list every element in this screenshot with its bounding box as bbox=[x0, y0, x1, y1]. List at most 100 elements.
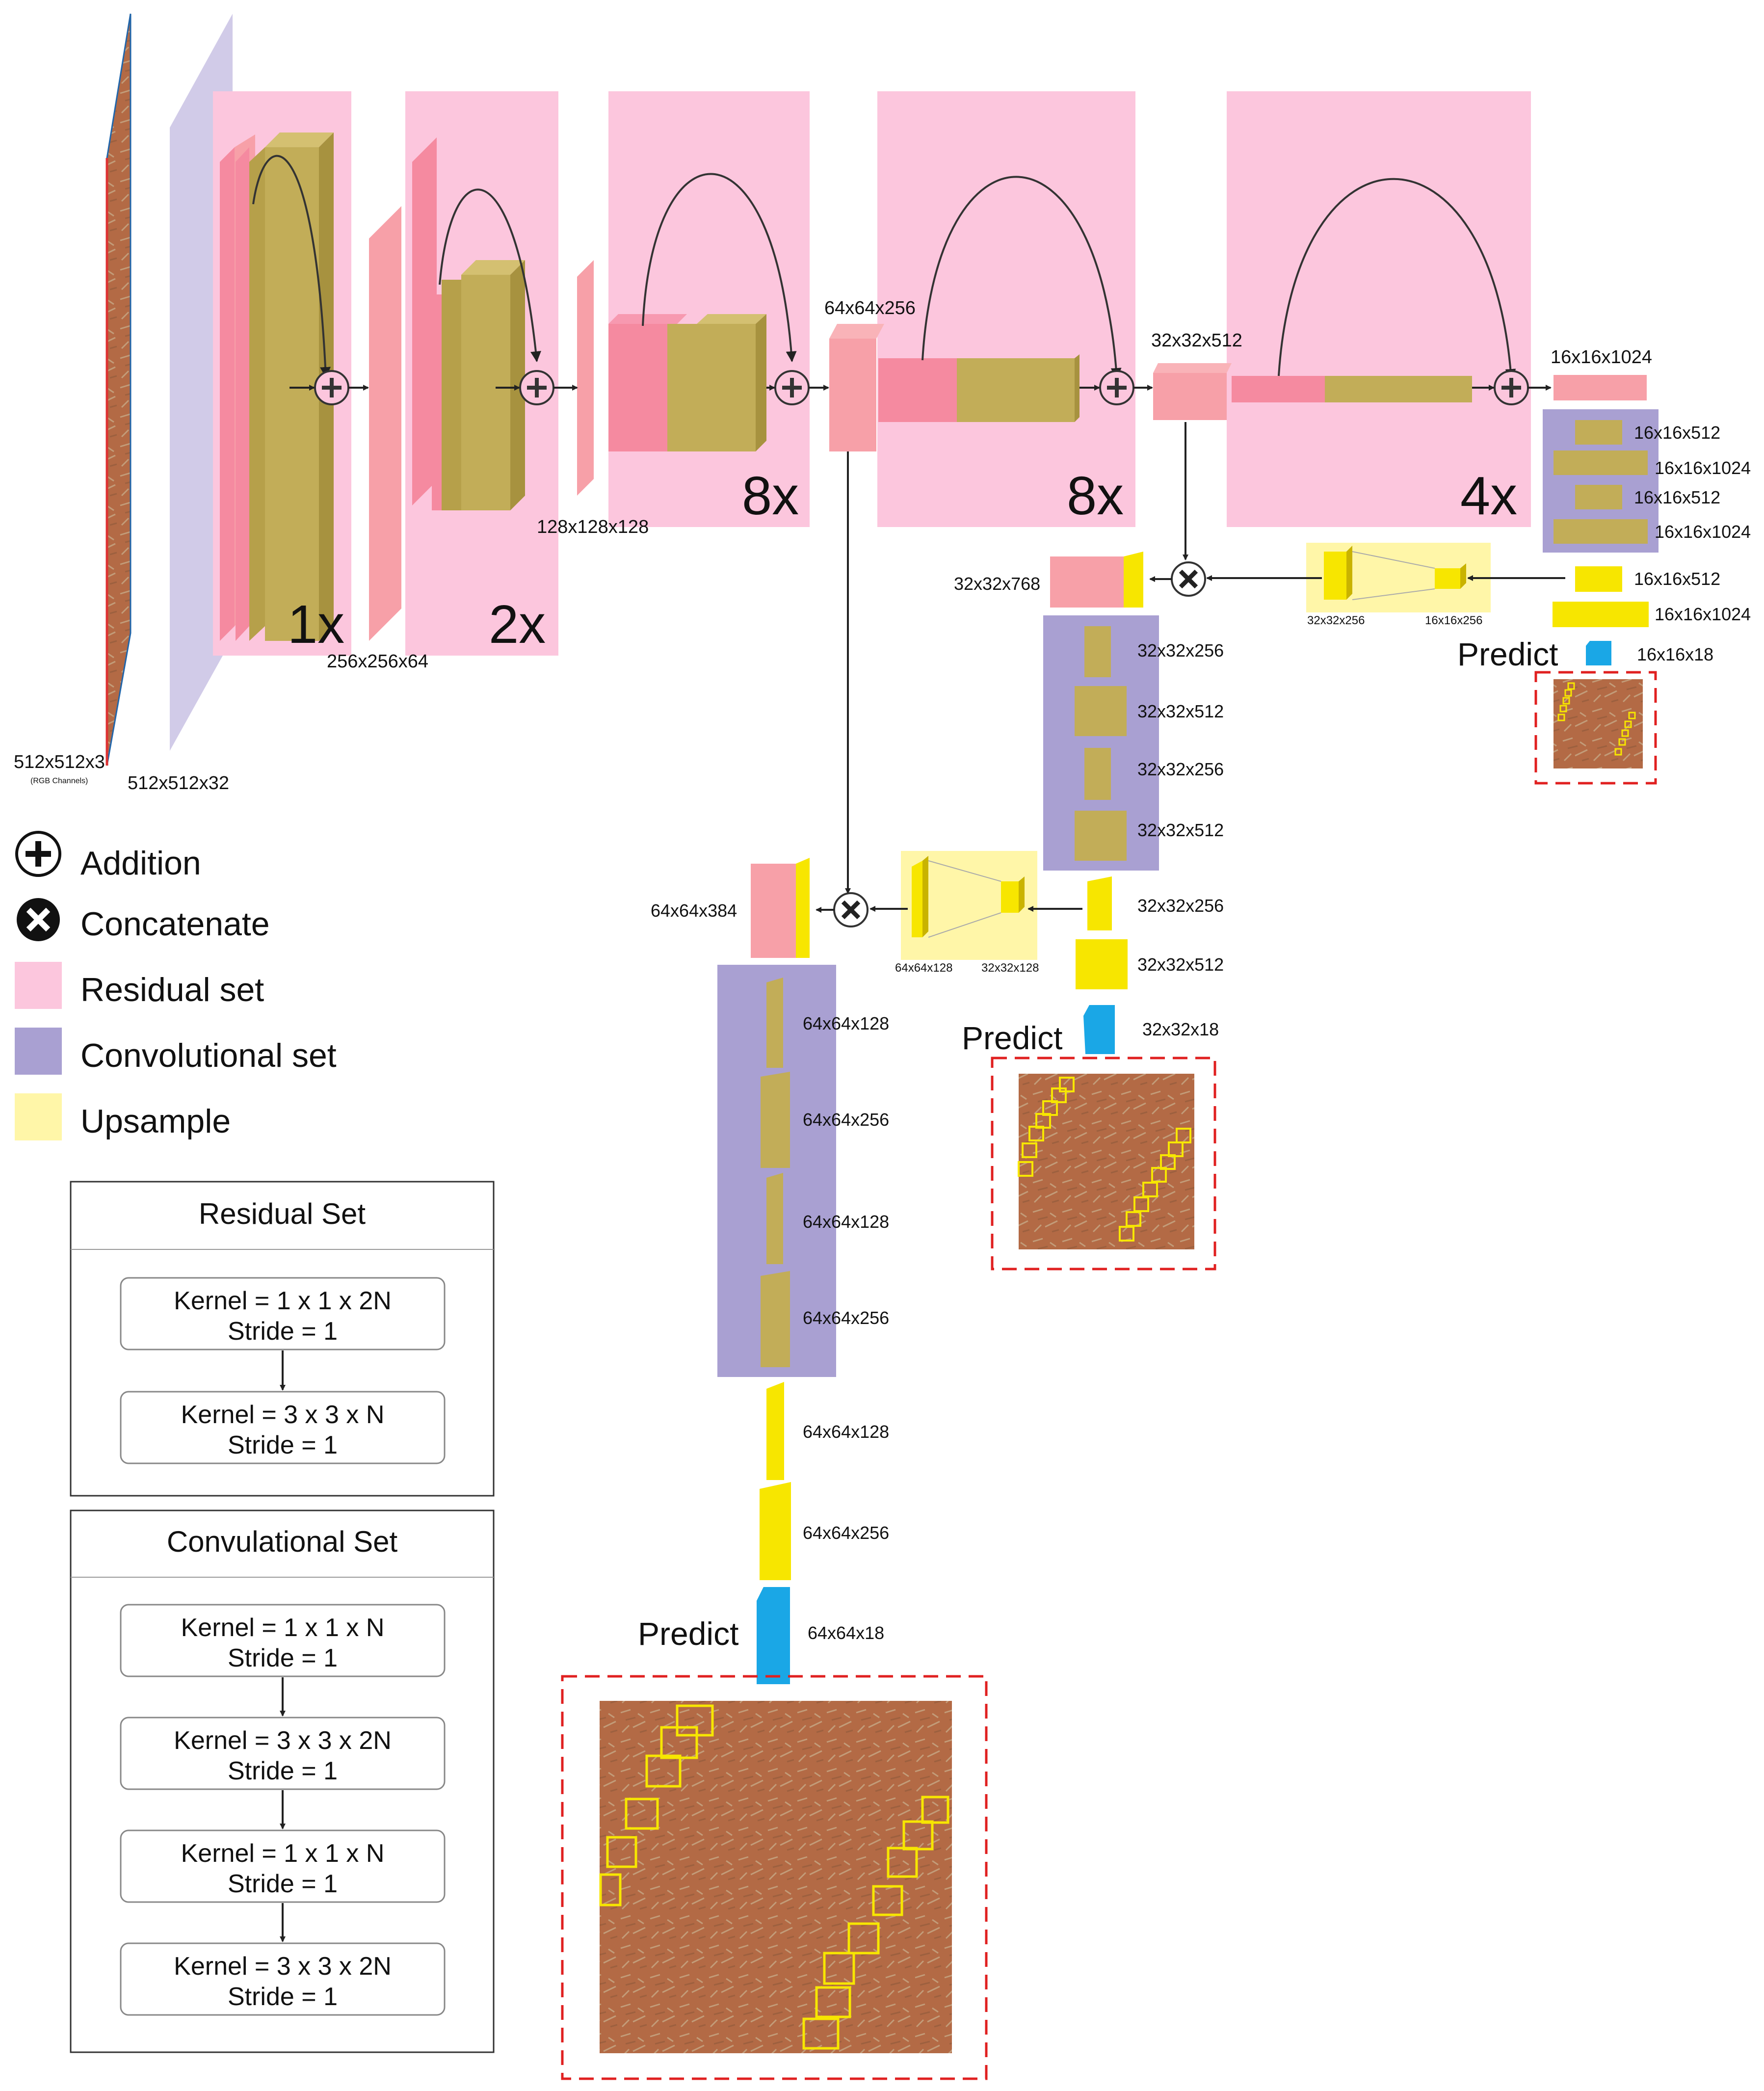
skip-connections bbox=[252, 155, 1516, 380]
scale1-concat-yellow bbox=[796, 858, 810, 958]
scale2-upsample-shapes bbox=[869, 856, 1082, 938]
scale3-conv-label-2: 16x16x1024 bbox=[1655, 458, 1751, 478]
residual-set-title: Residual Set bbox=[199, 1197, 366, 1230]
scale3-conv-label-1: 16x16x512 bbox=[1634, 423, 1720, 443]
residual-set-5 bbox=[1227, 91, 1531, 527]
scale1-head-label-2: 64x64x256 bbox=[803, 1523, 889, 1543]
scale1-output-label: 64x64x18 bbox=[808, 1623, 884, 1643]
legend-convolutional-label: Convolutional set bbox=[80, 1037, 337, 1074]
conv-step2-stride: Stride = 1 bbox=[228, 1757, 338, 1785]
scale2-conv-label-4: 32x32x512 bbox=[1137, 820, 1224, 840]
legend-concatenate-label: Concatenate bbox=[80, 905, 270, 943]
conv-step2-kernel: Kernel = 3 x 3 x 2N bbox=[174, 1726, 392, 1755]
conv-step1-stride: Stride = 1 bbox=[228, 1644, 338, 1672]
scale3-predict-label: Predict bbox=[1457, 636, 1558, 672]
scale3-output-tensor bbox=[1586, 641, 1611, 665]
scale1-head-layer-1 bbox=[766, 1382, 784, 1480]
scale2-conv-label-2: 32x32x512 bbox=[1137, 701, 1224, 721]
first-conv-size-label: 512x512x32 bbox=[128, 773, 229, 794]
block1-repeat: 1x bbox=[288, 594, 344, 655]
scale2-head-label-1: 32x32x256 bbox=[1137, 896, 1224, 916]
scale1-output-tensor bbox=[757, 1587, 790, 1684]
conv-step1-kernel: Kernel = 1 x 1 x N bbox=[181, 1614, 385, 1642]
residual-step2-kernel: Kernel = 3 x 3 x N bbox=[181, 1401, 385, 1429]
residual-step1-stride: Stride = 1 bbox=[228, 1317, 338, 1346]
addition-nodes bbox=[314, 370, 1529, 405]
scale2-head-label-2: 32x32x512 bbox=[1137, 954, 1224, 975]
scale2-upsample-to: 64x64x128 bbox=[895, 961, 952, 975]
block4-out-size: 32x32x512 bbox=[1151, 330, 1242, 351]
block4-feature-maps bbox=[829, 324, 1079, 451]
conv-set-box: Convulational Set Kernel = 1 x 1 x N Str… bbox=[70, 1509, 495, 2053]
scale3-prediction-image bbox=[1534, 671, 1657, 785]
scale2-concat-label: 32x32x768 bbox=[954, 574, 1040, 594]
scale2-conv-label-3: 32x32x256 bbox=[1137, 759, 1224, 779]
scale1-prediction-image bbox=[561, 1675, 988, 2080]
scale3-conv-label-4: 16x16x1024 bbox=[1655, 522, 1751, 542]
legend-upsample-label: Upsample bbox=[80, 1103, 231, 1140]
residual-set-4 bbox=[877, 91, 1135, 527]
scale2-concat-yellow bbox=[1124, 552, 1143, 608]
legend-residual-label: Residual set bbox=[80, 971, 264, 1008]
scale3-upsample-to: 32x32x256 bbox=[1307, 614, 1365, 627]
block1-feature-maps bbox=[220, 132, 334, 641]
scale3-conv-layers bbox=[1553, 420, 1648, 544]
legend-addition-label: Addition bbox=[80, 845, 201, 882]
conv-step3-stride: Stride = 1 bbox=[228, 1870, 338, 1898]
residual-set-box: Residual Set Kernel = 1 x 1 x 2N Stride … bbox=[70, 1181, 495, 1497]
block1-out-size: 256x256x64 bbox=[327, 651, 428, 672]
scale1-conv-label-3: 64x64x128 bbox=[803, 1212, 889, 1232]
block5-feature-maps bbox=[1153, 363, 1472, 420]
scale2-head-layer-2 bbox=[1076, 939, 1128, 989]
block5-out-size: 16x16x1024 bbox=[1551, 347, 1652, 368]
scale2-output-tensor bbox=[1083, 1005, 1115, 1054]
scale1-concat-label: 64x64x384 bbox=[651, 900, 737, 921]
block2-out-size: 128x128x128 bbox=[537, 517, 649, 537]
residual-step1-kernel: Kernel = 1 x 1 x 2N bbox=[174, 1287, 392, 1315]
legend-addition-icon bbox=[15, 831, 61, 877]
scale2-conv-label-1: 32x32x256 bbox=[1137, 640, 1224, 661]
scale1-conv-label-1: 64x64x128 bbox=[803, 1013, 889, 1033]
legend-concatenate-icon bbox=[17, 898, 60, 941]
conv-step4-kernel: Kernel = 3 x 3 x 2N bbox=[174, 1952, 392, 1981]
scale1-conv-label-4: 64x64x256 bbox=[803, 1308, 889, 1328]
scale3-upsample-from: 16x16x256 bbox=[1425, 614, 1482, 627]
scale2-concat-pink bbox=[1050, 556, 1124, 608]
block3-repeat: 8x bbox=[742, 466, 799, 526]
input-image bbox=[105, 13, 132, 766]
concat-node-32 bbox=[1171, 561, 1206, 597]
legend-convolutional-swatch bbox=[15, 1028, 62, 1075]
scale1-conv-label-2: 64x64x256 bbox=[803, 1110, 889, 1130]
block5-repeat: 4x bbox=[1460, 466, 1517, 526]
block3-out-size: 64x64x256 bbox=[824, 298, 916, 318]
scale1-head-layer-2 bbox=[760, 1482, 791, 1580]
conv-step4-stride: Stride = 1 bbox=[228, 1983, 338, 2011]
scale1-predict-label: Predict bbox=[638, 1615, 738, 1652]
scale2-conv-layers bbox=[1075, 626, 1127, 861]
scale1-head-label-1: 64x64x128 bbox=[803, 1422, 889, 1442]
scale3-head-label-2: 16x16x1024 bbox=[1655, 604, 1751, 624]
concat-node-64 bbox=[833, 892, 869, 927]
residual-set-3 bbox=[608, 91, 810, 527]
scale3-head-label-1: 16x16x512 bbox=[1634, 569, 1720, 589]
scale1-conv-layers bbox=[761, 978, 790, 1367]
input-note-label: (RGB Channels) bbox=[30, 777, 88, 785]
legend-residual-swatch bbox=[15, 962, 62, 1009]
scale2-predict-label: Predict bbox=[962, 1020, 1062, 1056]
scale2-upsample-from: 32x32x128 bbox=[981, 961, 1039, 975]
scale2-output-label: 32x32x18 bbox=[1142, 1019, 1219, 1039]
block4-repeat: 8x bbox=[1067, 466, 1124, 526]
scale1-concat-pink bbox=[751, 864, 798, 958]
scale2-prediction-image bbox=[991, 1057, 1216, 1270]
scale2-head-layer-1 bbox=[1087, 876, 1112, 930]
conv-set-title: Convulational Set bbox=[167, 1525, 398, 1558]
scale3-conv-label-3: 16x16x512 bbox=[1634, 487, 1720, 507]
scale3-first-output bbox=[1553, 375, 1647, 400]
conv-step3-kernel: Kernel = 1 x 1 x N bbox=[181, 1839, 385, 1868]
residual-step2-stride: Stride = 1 bbox=[228, 1431, 338, 1459]
scale3-head-layer-2 bbox=[1553, 602, 1649, 627]
block3-feature-maps bbox=[577, 260, 766, 496]
scale3-upsample-shapes bbox=[1206, 546, 1565, 600]
input-size-label: 512x512x3 bbox=[14, 752, 105, 772]
